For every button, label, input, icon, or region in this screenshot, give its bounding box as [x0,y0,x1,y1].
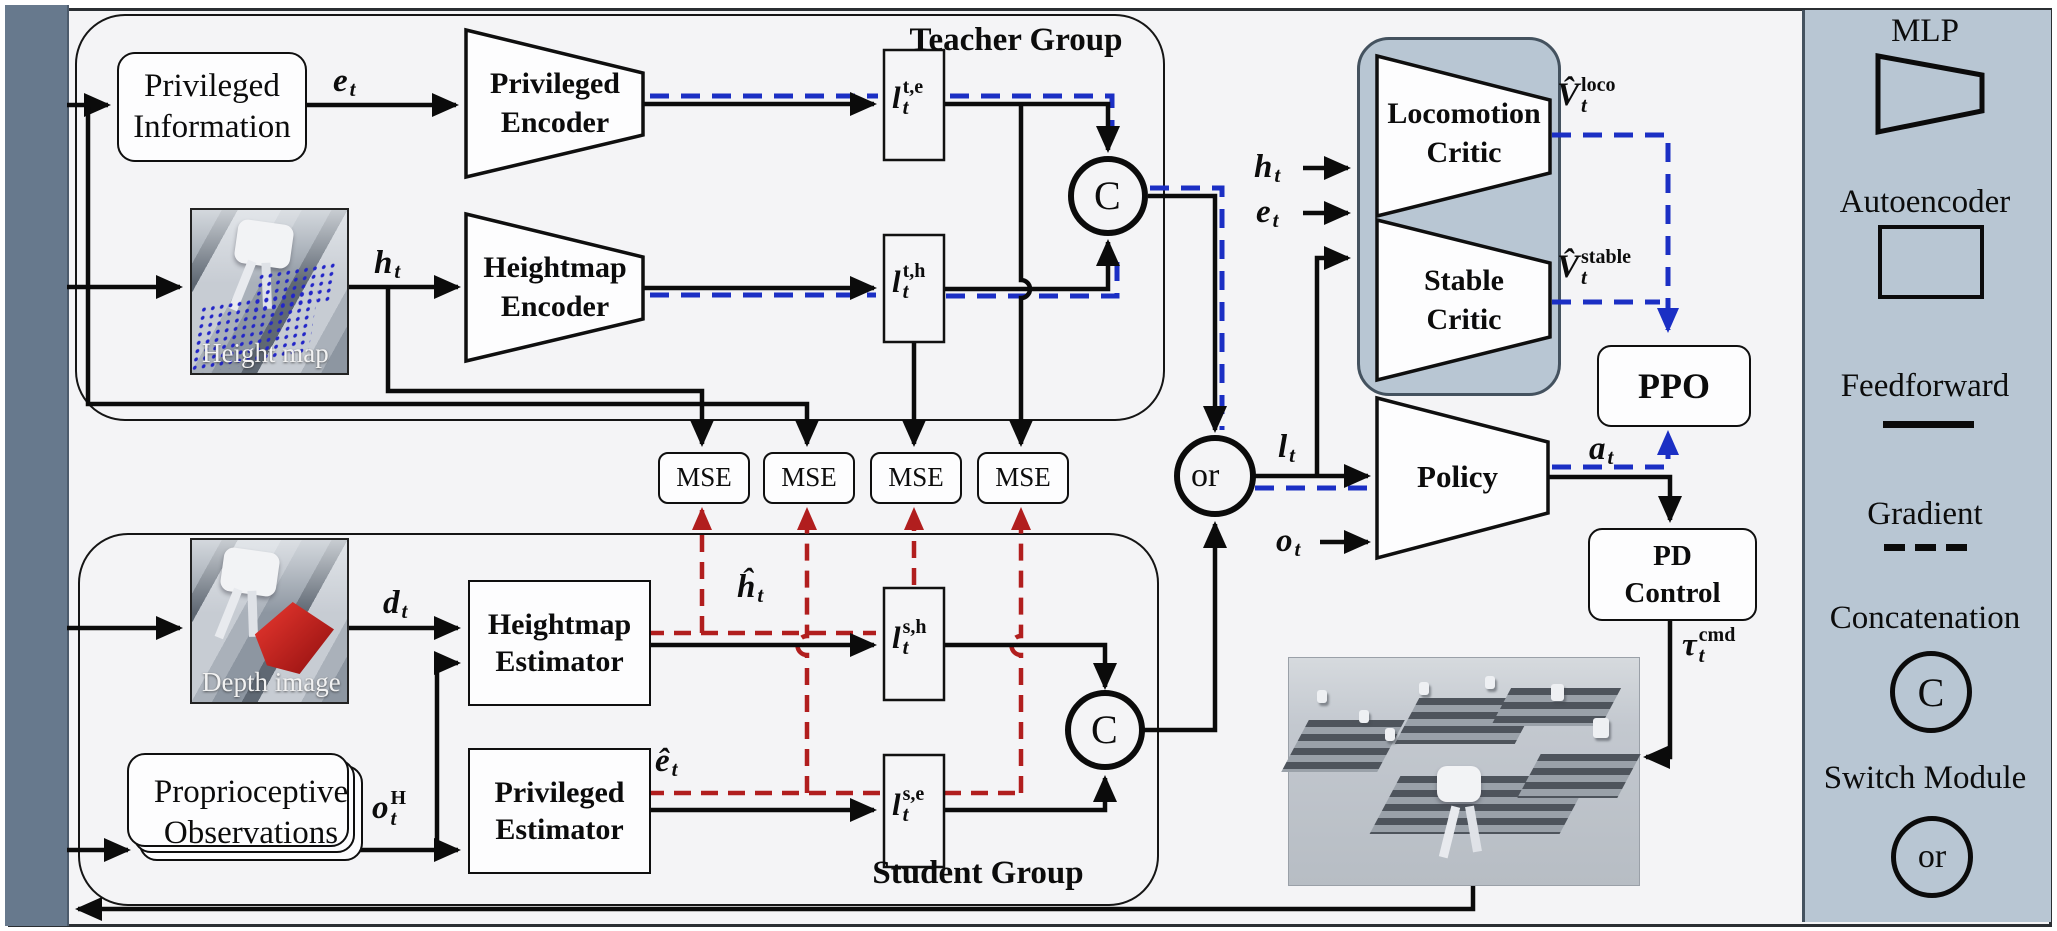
mini-robot [1419,682,1429,695]
legend-feedforward-label: Feedforward [1840,368,2010,404]
solid-line-icon [1883,421,1974,428]
node-circles [1065,156,1256,770]
legend-gradient-label: Gradient [1867,496,1983,532]
depth-caption: Depth image [202,667,341,697]
mini-robot [1551,684,1564,701]
gradient-lines-blue [650,93,1679,491]
rect-icon [1878,225,1984,299]
mse-box-3: MSE [870,452,962,504]
mlp-trapezoids [464,27,1552,561]
privileged-estimator-box: Privileged Estimator [468,748,651,874]
feedforward-lines [67,92,1682,921]
mini-robot [1385,728,1395,741]
heightmap-image: Height map [190,208,349,375]
heightmap-encoder-shape [464,211,645,364]
robot-figure [233,218,295,270]
privileged-encoder-shape [464,27,645,180]
heightmap-estimator-box: Heightmap Estimator [468,580,651,706]
trapezoid-icon [1875,53,1985,136]
student-concat-label: C [1091,707,1118,752]
stairs-block [1517,754,1641,798]
student-concat-circle [1065,690,1145,770]
environment-bar [5,5,69,926]
robot-figure [219,546,281,598]
stable-critic-shape [1375,217,1552,383]
switch-circle-icon: or [1891,816,1973,898]
switch-or-circle [1174,435,1256,517]
privileged-encoder-label: Privileged Encoder [490,67,620,139]
mini-robot [1485,676,1495,689]
locomotion-critic-shape [1375,53,1552,219]
mini-robot [1359,710,1369,723]
simulation-scene-image [1281,657,1641,886]
student-group-outline [78,533,1159,906]
latent-boxes [882,48,946,869]
dashed-line-icon [1884,544,1968,551]
teacher-group-outline [75,14,1165,421]
pd-control-box: PD Control [1588,528,1757,621]
heightmap-caption: Height map [202,338,329,368]
mse-box-2: MSE [763,452,855,504]
privileged-information-box: Privileged Information [117,52,307,162]
policy-label: Policy [1417,458,1498,494]
legend-concatenation-label: Concatenation [1829,600,2021,636]
mse-box-4: MSE [977,452,1069,504]
teacher-concat-circle [1068,156,1148,236]
policy-shape [1375,395,1550,561]
gradient-lines-red [647,507,1031,796]
legend-autoencoder-label: Autoencoder [1839,184,2011,220]
student-group-title: Student Group [872,855,1084,891]
switch-or-label: or [1191,457,1220,494]
ppo-box: PPO [1597,345,1751,427]
legend-mlp-label: MLP [1891,13,1959,49]
proprioceptive-observations-box: Proprioceptive Observations [127,753,363,861]
locomotion-critic-label: Locomotion Critic [1387,97,1541,169]
main-robot [1437,766,1481,802]
teacher-concat-label: C [1094,173,1121,218]
heightmap-encoder-label: Heightmap Encoder [483,251,627,323]
concat-circle-icon: C [1890,651,1972,733]
mse-box-1: MSE [658,452,750,504]
legend-panel [1802,10,2051,922]
stable-critic-label: Stable Critic [1423,264,1504,336]
teacher-group-title: Teacher Group [909,22,1123,58]
depth-image: Depth image [190,538,349,704]
mini-robot [1317,690,1327,703]
mini-robot [1593,718,1609,738]
legend-switch-label: Switch Module [1823,760,2027,796]
